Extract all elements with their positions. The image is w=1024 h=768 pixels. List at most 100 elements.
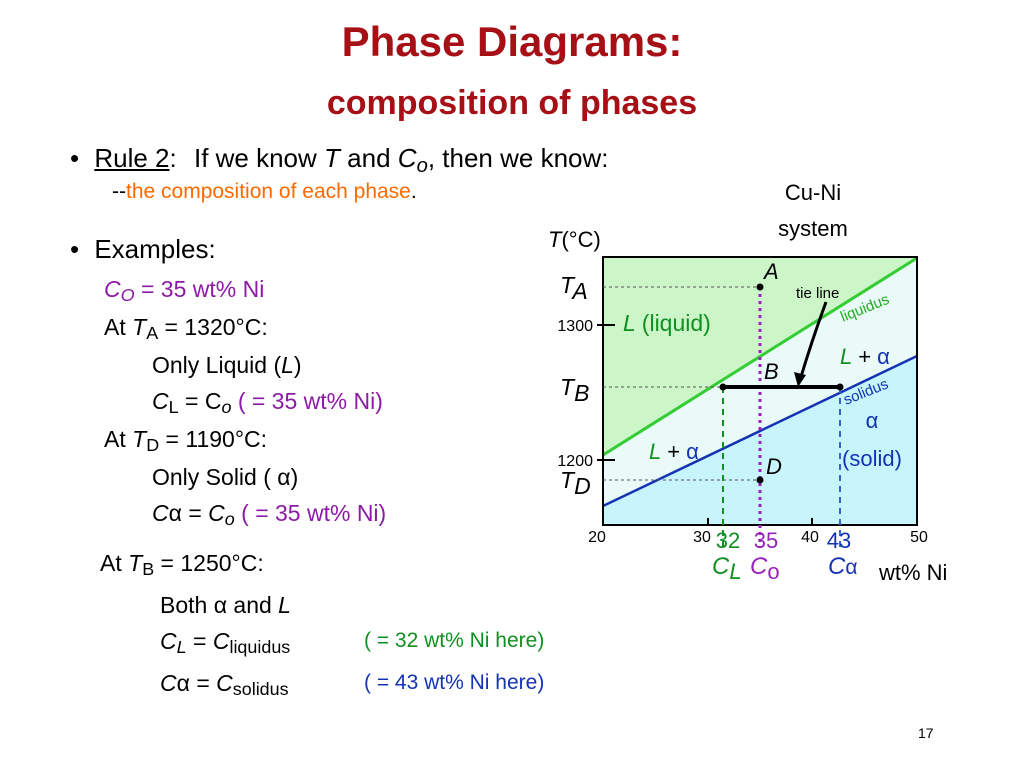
at-d-line: At TD = 1190°C: (104, 426, 268, 456)
point-a-dot (756, 283, 764, 291)
system-label-2: system (778, 216, 848, 241)
bullet: • (70, 234, 80, 264)
rule2-dash: -- (112, 180, 126, 203)
both-and: and (233, 592, 272, 618)
tie-line-right-dot (836, 383, 844, 391)
co-comp-sub: o (767, 559, 779, 584)
ca-sol-sub2: solidus (232, 679, 289, 700)
ca-co-line: Cα = Co ( = 35 wt% Ni) (152, 500, 387, 530)
at-d-sub: D (146, 435, 160, 456)
examples-line: • Examples: (70, 234, 216, 265)
rule2-C: C (397, 143, 417, 173)
ca-comp-C: C (828, 553, 846, 580)
examples-label: Examples: (94, 234, 216, 264)
point-b-label: B (764, 359, 779, 384)
only-solid-line: Only Solid ( α) (152, 464, 298, 491)
x-tick-label-50: 50 (910, 529, 928, 546)
cl-liq-sub2: liquidus (229, 637, 291, 658)
rule2-label: Rule 2 (94, 143, 170, 173)
at-b-at: At (100, 550, 122, 576)
at-d-at: At (104, 426, 126, 452)
at-a-line: At TA = 1320°C: (104, 314, 268, 344)
at-b-rest: = 1250°C: (160, 550, 264, 576)
rule2-colon: : (169, 143, 177, 173)
rule2-T: T (324, 143, 340, 173)
tb-sub: B (574, 380, 589, 406)
cl-sub: L (168, 397, 179, 418)
rule2-text-a: If we know (193, 143, 317, 173)
rule2-line: • Rule 2: If we know T and Co, then we k… (70, 143, 609, 178)
x-tick-label-40: 40 (801, 529, 819, 546)
ca-note: ( = 35 wt% Ni) (241, 500, 387, 526)
ca-C2: C (208, 500, 225, 526)
l-alpha-upper-label: L+α (840, 344, 890, 369)
ca-alpha: α (168, 500, 182, 526)
cl-liq-C: C (160, 628, 177, 654)
solidus-line (602, 354, 918, 508)
l-alpha-upper-L: L (840, 344, 852, 369)
point-d-label: D (766, 454, 782, 479)
both-line: Both α and L (160, 592, 291, 619)
at-a-rest: = 1320°C: (164, 314, 268, 340)
cl-liq-C2: C (212, 628, 230, 654)
tie-line-label: tie line (796, 285, 839, 302)
tie-line-arrowhead (794, 372, 806, 387)
cl-comp-label: CL (712, 553, 742, 584)
td-label: TD (560, 467, 591, 499)
tb-T: T (560, 374, 576, 400)
ta-sub: A (570, 278, 587, 304)
solid-rest-label: (solid) (842, 446, 902, 471)
only-solid-text: Only Solid ( (152, 464, 271, 490)
only-solid-alpha: α (277, 464, 291, 490)
at-a-T: T (132, 314, 147, 340)
td-T: T (560, 467, 576, 493)
l-alpha-lower-plus: + (667, 439, 680, 464)
l-alpha-lower-label: L+α (649, 439, 699, 464)
rule2-highlight: the composition of each phase (126, 180, 411, 203)
rule2-text-b: , then we know: (427, 143, 609, 173)
cl-note: ( = 35 wt% Ni) (237, 388, 383, 414)
tie-line-left-dot (719, 383, 727, 391)
at-b-line: At TB = 1250°C: (100, 550, 264, 579)
solid-alpha-label: α (866, 408, 879, 433)
cl-C: C (152, 388, 169, 414)
solid-region (603, 356, 917, 525)
y-axis-T: T (548, 227, 563, 252)
x-tick-label-20: 20 (588, 529, 606, 546)
rule2-and: and (347, 143, 391, 173)
ca-solidus-line: Cα = Csolidus (160, 670, 289, 700)
cl-liq-sub: L (176, 637, 187, 658)
cl-liquidus-line: CL = Cliquidus (160, 628, 291, 658)
comp-35-label: 35 (754, 528, 778, 553)
l-alpha-lower-L: L (649, 439, 661, 464)
liquidus-line (602, 256, 918, 457)
ca-comp-label: Cα (828, 553, 857, 580)
ca-eq: = (188, 500, 202, 526)
liquid-region-label: L(liquid) (623, 310, 711, 336)
cl-comp-sub: L (729, 559, 741, 584)
co-C: C (104, 276, 121, 302)
rule2-o: o (416, 155, 428, 178)
ca-comp-alpha: α (845, 556, 857, 579)
ca-C: C (152, 500, 169, 526)
y-tick-label-1300: 1300 (557, 318, 593, 335)
both-alpha: α (213, 592, 228, 618)
co-rest: = 35 wt% Ni (140, 276, 265, 302)
cl-eq: = C (185, 388, 222, 414)
td-sub: D (574, 473, 591, 499)
at-a-at: At (104, 314, 126, 340)
point-a-label: A (762, 259, 779, 284)
rule2-period: . (410, 180, 417, 203)
at-d-rest: = 1190°C: (165, 426, 268, 452)
x-axis-label: wt% Ni (878, 560, 947, 585)
ca-sol-C2: C (216, 670, 233, 696)
cl-liq-eq: = (193, 628, 207, 654)
two-phase-region (603, 258, 917, 506)
co-comp-label: Co (750, 553, 780, 584)
rule2-subline: --the composition of each phase. (112, 180, 417, 204)
ca-sub2: o (224, 509, 235, 530)
co-comp-C: C (750, 553, 768, 580)
only-liquid-line: Only Liquid (L) (152, 352, 302, 379)
at-a-sub: A (146, 323, 159, 344)
ca-sol-eq: = (196, 670, 210, 696)
